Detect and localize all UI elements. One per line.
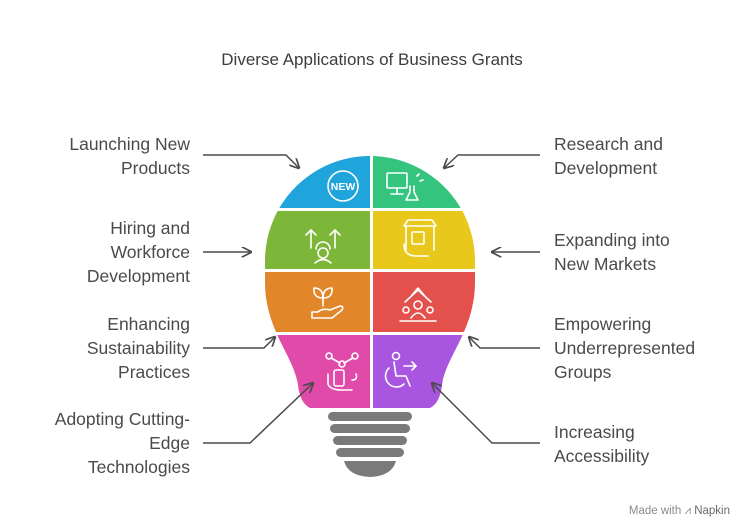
label-technologies: Adopting Cutting- Edge Technologies <box>54 409 190 477</box>
arrow-launching-new-products <box>203 154 299 168</box>
napkin-logo-icon: ⩘ <box>684 505 691 517</box>
label-empowering-groups: Empowering Underrepresented Groups <box>554 314 696 382</box>
segment-empowering-groups <box>373 272 475 332</box>
segment-accessibility <box>373 335 475 408</box>
segment-research-development <box>373 156 475 208</box>
segment-hiring-workforce <box>265 211 370 269</box>
bulb-base <box>328 412 412 477</box>
segment-launching-new-products <box>265 156 370 208</box>
label-accessibility: Increasing Accessibility <box>554 422 650 466</box>
label-expanding-markets: Expanding into New Markets <box>554 230 670 274</box>
diagram-title: Diverse Applications of Business Grants <box>221 50 523 69</box>
arrow-sustainability <box>203 337 275 349</box>
arrow-research-development <box>444 154 540 168</box>
label-hiring-workforce: Hiring and Workforce Development <box>86 218 190 286</box>
label-research-development: Research and Development <box>554 134 663 178</box>
market-stall-icon <box>403 219 437 257</box>
arrow-empowering-groups <box>469 337 540 349</box>
arrow-technologies <box>203 383 313 444</box>
footer-made-with: Made with <box>628 505 682 517</box>
footer-attribution: Made with ⩘ Napkin <box>629 505 730 518</box>
label-sustainability: Enhancing Sustainability Practices <box>86 314 190 382</box>
tech-network-hand-icon <box>325 352 359 391</box>
new-badge-text: NEW <box>331 181 356 193</box>
label-launching-new-products: Launching New Products <box>69 134 190 178</box>
worker-arrows-icon <box>305 229 341 264</box>
hand-plant-icon <box>311 287 344 319</box>
people-up-arrow-icon <box>399 287 437 322</box>
segment-technologies <box>265 335 370 408</box>
new-badge-icon: NEW <box>327 170 359 202</box>
arrow-accessibility <box>432 383 540 444</box>
computer-lab-flask-icon <box>386 172 424 201</box>
segment-sustainability <box>265 272 370 332</box>
wheelchair-icon <box>384 351 417 388</box>
footer-brand: Napkin <box>694 505 730 517</box>
